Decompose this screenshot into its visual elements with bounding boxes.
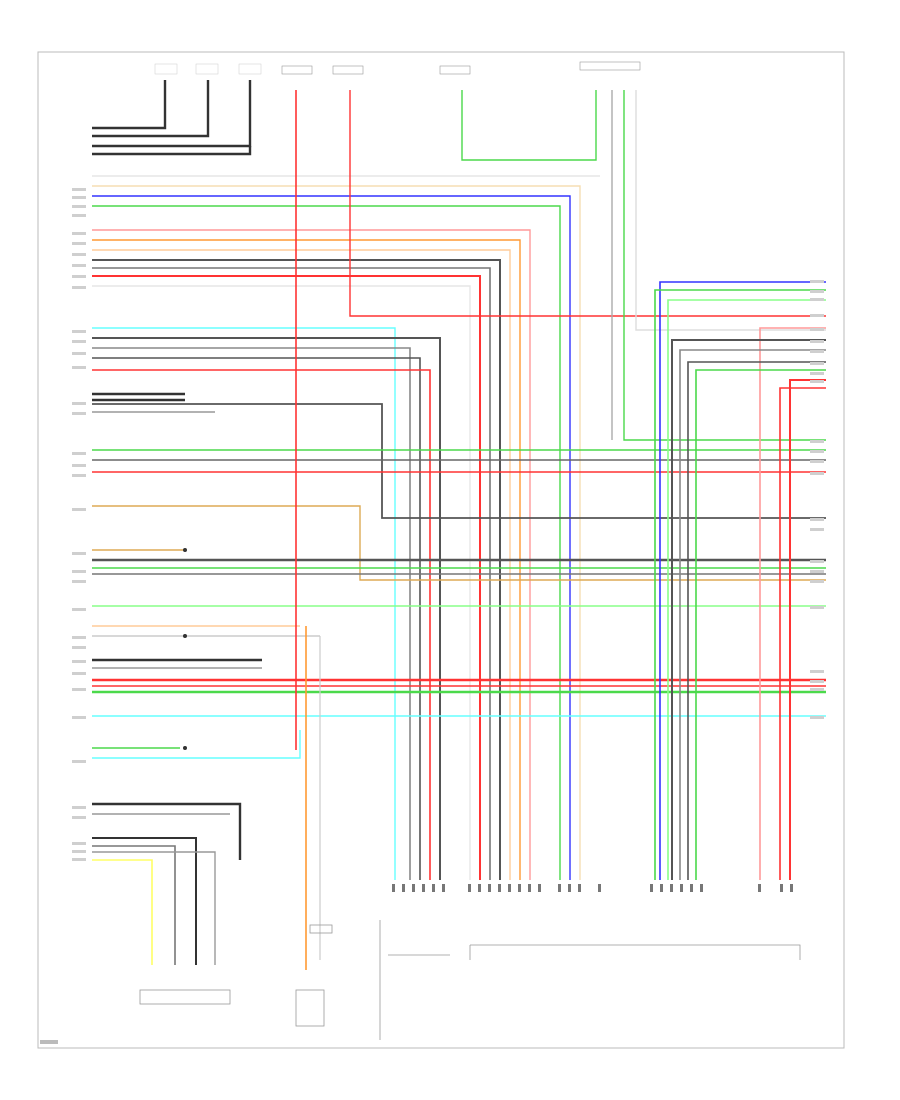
bottom-ground-box — [309, 924, 333, 934]
wire-h-cyan-3 — [92, 730, 301, 759]
wire-h-pink-1 — [92, 229, 531, 880]
top-connector-labels — [154, 63, 262, 75]
left-pin-label-column — [72, 188, 86, 861]
wire-r-green — [654, 289, 826, 880]
top-connector-2-wire — [92, 80, 210, 138]
wire-h-gray-14 — [92, 845, 176, 965]
fuse-box-4 — [579, 61, 641, 71]
wire-r-pink — [759, 327, 826, 880]
wire-h-black-5 — [92, 837, 197, 965]
page-code — [40, 1040, 58, 1044]
wire-r-gray-2 — [679, 349, 826, 880]
wire-h-gray-3 — [92, 337, 441, 880]
wire-r-gray-1 — [671, 339, 826, 880]
wire-h-tan-1 — [92, 185, 581, 880]
bottom-left-module — [139, 989, 231, 1005]
top-connector-4-wire — [92, 146, 252, 156]
top-fuse-group — [281, 61, 641, 75]
wire-v-white-top — [635, 90, 826, 331]
wire-h-gray-4 — [92, 347, 411, 880]
wire-h-tan-2 — [92, 505, 826, 581]
top-connector-3 — [238, 63, 262, 75]
wire-r-gray-3 — [687, 361, 826, 880]
wire-h-yellow-1 — [92, 859, 153, 965]
top-connector-2 — [195, 63, 219, 75]
wire-h-gray-15 — [92, 851, 216, 965]
module-bracket-main — [469, 944, 801, 960]
wire-h-red-2 — [92, 369, 431, 880]
wire-r-blue — [659, 281, 826, 880]
bottom-terminal-rows — [392, 884, 793, 892]
right-side-wires — [654, 281, 826, 880]
fuse-box-1 — [281, 65, 313, 75]
wire-h-black-4 — [92, 802, 242, 860]
marker-dots — [183, 548, 187, 750]
top-connector-1 — [154, 63, 178, 75]
wire-h-red-1 — [92, 275, 481, 880]
wire-h-peach-1 — [92, 249, 511, 880]
wire-h-gray-2 — [92, 267, 491, 880]
bottom-components — [139, 924, 333, 1027]
bottom-module-brackets — [379, 920, 801, 1040]
wire-v-green-top — [461, 90, 597, 161]
wire-h-gray-1 — [92, 259, 501, 880]
wire-r-green-2 — [695, 369, 826, 880]
bottom-mid-module — [295, 989, 325, 1027]
wire-h-orange-1 — [92, 239, 521, 880]
horizontal-wires — [92, 175, 826, 965]
wire-h-gray-5 — [92, 357, 421, 880]
right-pin-label-column — [810, 280, 824, 719]
fuse-box-3 — [439, 65, 471, 75]
wire-h-white-2 — [92, 285, 471, 880]
wire-h-cyan-1 — [92, 327, 396, 880]
wire-h-blue-1 — [92, 195, 571, 880]
fuse-box-2 — [332, 65, 364, 75]
top-connector-1-wire — [92, 80, 167, 130]
wire-h-green-1 — [92, 205, 561, 880]
top-connector-group — [92, 80, 252, 156]
wire-v-green-right — [623, 90, 826, 441]
wire-r-lightgreen — [667, 299, 826, 880]
wire-r-red-2 — [779, 387, 826, 880]
wire-h-gray-6 — [92, 403, 826, 519]
